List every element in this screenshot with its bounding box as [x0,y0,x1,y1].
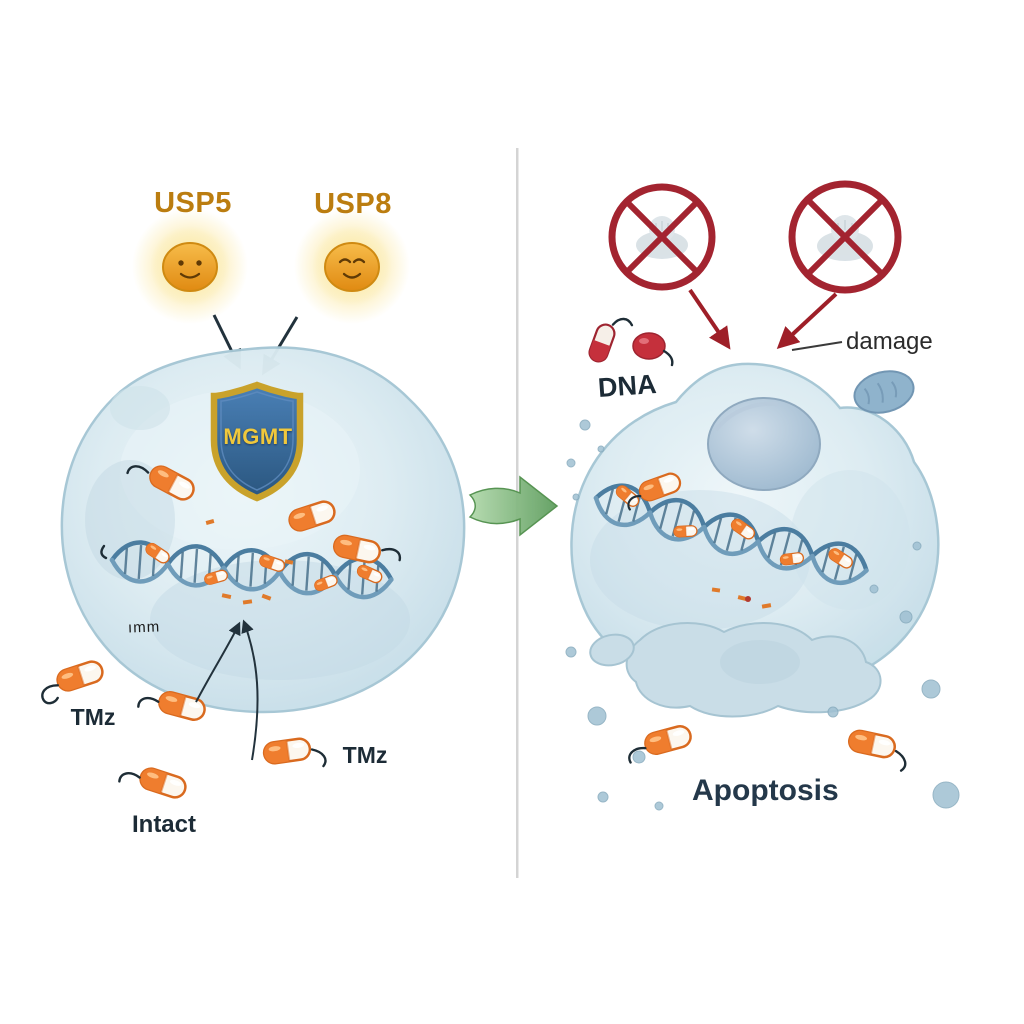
mgmt-shield-icon [210,381,304,502]
no-usp5-sign-icon [608,183,716,291]
usp8-protein-icon [294,208,410,324]
damage-label: damage [846,328,933,355]
tmz-capsule-icon [126,461,199,505]
dna-end-squiggle [100,544,108,560]
panel-right [565,180,960,811]
tmz-capsule-icon [846,727,907,772]
scribble-annotation: ımm [127,618,161,637]
tmz-capsule-icon [331,532,402,566]
tmz-capsule-icon [628,722,695,764]
tmz-capsule-icon [261,736,327,768]
nucleus-icon [707,397,821,491]
panel-left [41,208,466,802]
dna-label: DNA [596,368,658,404]
transition-arrow-icon [468,475,559,537]
no-usp8-sign-icon [788,180,902,294]
tmz-capsule-icon [41,657,107,705]
dna-adduct-fragments [205,519,294,605]
organelle-blob-icon [853,370,915,414]
red-capsule-icon [585,317,634,366]
inhibition-arrow [776,292,838,349]
intact-label: Intact [131,811,196,838]
red-blob-icon [632,332,674,367]
damage-pointer-line [791,341,843,351]
mgmt-label: MGMT [223,424,293,449]
usp5-protein-icon [132,208,248,324]
inhibition-arrow [688,288,731,350]
tmz-label-left: TMz [70,704,116,730]
usp5-label: USP5 [154,187,232,219]
tmz-capsule-icon [627,469,684,511]
dna-adduct-fragments [711,587,772,609]
tmz-capsule-icon [118,764,190,802]
apoptosis-label: Apoptosis [692,774,839,807]
usp8-label: USP8 [314,188,392,220]
apoptotic-fragments [589,622,882,718]
tmz-entry-arrow [241,619,259,761]
tmz-capsule-icon [137,688,209,724]
tmz-entry-arrow [195,621,241,703]
cell-debris-dots [565,419,960,811]
tmz-label-right: TMz [342,742,388,768]
